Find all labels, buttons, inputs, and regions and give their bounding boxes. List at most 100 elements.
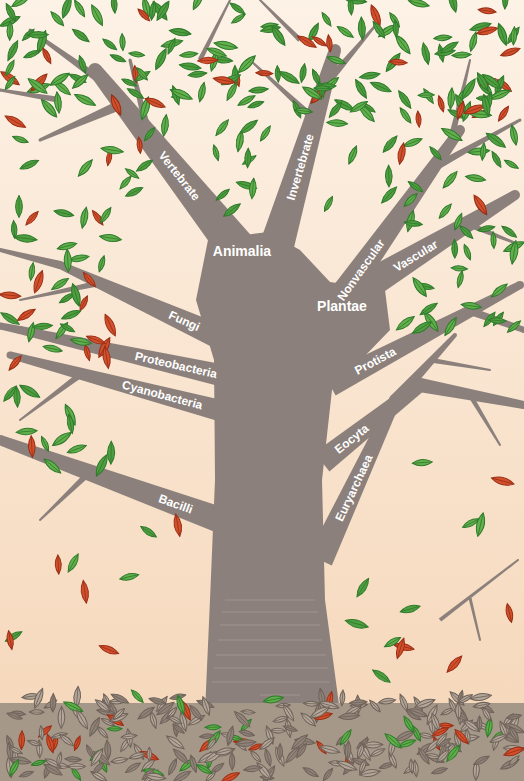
leaf <box>412 459 432 467</box>
leaf <box>447 0 459 13</box>
leaf-blade <box>26 322 36 343</box>
leaf <box>258 736 276 752</box>
leaf <box>359 71 381 81</box>
leaf <box>396 142 407 165</box>
leaf-blade <box>393 20 399 38</box>
leaf <box>418 92 435 98</box>
leaf-blade <box>461 301 482 310</box>
leaf <box>111 0 118 13</box>
leaf <box>28 262 36 280</box>
leaf-blade <box>24 210 40 227</box>
leaf-vein <box>60 324 73 331</box>
leaf <box>76 157 95 178</box>
leaf-vein <box>61 706 62 726</box>
leaf-vein <box>52 693 54 710</box>
leaf <box>166 758 178 776</box>
leaf <box>371 20 388 40</box>
leaf-vein <box>69 446 87 452</box>
leaf-blade <box>85 333 106 346</box>
leaf-vein <box>379 764 392 768</box>
leaf <box>481 706 493 722</box>
leaf-vein <box>227 84 236 100</box>
leaf-vein <box>401 109 411 123</box>
leaf-vein <box>76 95 95 105</box>
leaf-blade <box>58 706 65 728</box>
leaf-blade <box>344 741 351 760</box>
leaf <box>453 727 470 745</box>
leaf <box>495 22 509 46</box>
leaf-vein <box>400 92 411 108</box>
leaf <box>409 759 415 774</box>
leaf-vein <box>139 10 150 21</box>
leaf <box>294 107 312 115</box>
leaf <box>101 37 118 52</box>
leaf-blade <box>99 233 122 243</box>
leaf <box>401 715 415 734</box>
leaf-vein <box>477 29 497 34</box>
leaf <box>314 85 331 91</box>
leaf <box>249 749 263 764</box>
leaf <box>283 724 298 733</box>
leaf-vein <box>505 748 524 755</box>
leaf <box>39 435 51 452</box>
leaf-vein <box>478 513 483 535</box>
leaf-blade <box>475 71 491 93</box>
leaf-vein <box>512 242 515 264</box>
leaf-blade <box>222 201 243 219</box>
leaf-vein <box>389 62 406 63</box>
leaf <box>407 706 428 719</box>
leaf <box>270 728 286 733</box>
leaf-blade <box>410 276 429 299</box>
leaf-blade <box>505 25 521 45</box>
leaf-blade <box>478 7 497 15</box>
leaf-vein <box>325 196 332 210</box>
leaf-blade <box>110 692 130 706</box>
leaf-vein <box>100 236 120 239</box>
leaf <box>440 125 464 143</box>
leaf-vein <box>247 148 249 166</box>
leaf-blade <box>13 233 37 243</box>
branch-label: Invertebrate <box>285 132 316 201</box>
leaf <box>326 54 346 66</box>
leaf-blade <box>378 697 396 705</box>
leaf <box>58 706 65 728</box>
leaf-blade <box>491 475 515 488</box>
trunk-lines <box>212 600 330 695</box>
leaf-blade <box>195 762 213 776</box>
leaf-blade <box>232 709 252 729</box>
leaf-vein <box>499 25 506 45</box>
leaf-vein <box>320 747 339 752</box>
leaf-vein <box>215 749 232 753</box>
leaf-blade <box>368 699 382 714</box>
leaf <box>12 134 29 144</box>
leaf-vein <box>370 749 384 756</box>
branch-tip <box>499 444 501 446</box>
leaf-blade <box>6 630 15 650</box>
leaf-blade <box>101 346 111 369</box>
leaf <box>394 314 416 333</box>
leaf-vein <box>458 702 460 719</box>
leaf-vein <box>359 74 378 77</box>
leaf-vein <box>373 670 389 681</box>
leaf-blade <box>160 114 169 136</box>
leaf-vein <box>474 704 489 707</box>
leaf <box>349 99 369 115</box>
leaf-vein <box>149 748 150 761</box>
leaf <box>436 95 446 113</box>
leaf <box>369 79 393 94</box>
leaf-vein <box>439 739 450 747</box>
leaf-blade <box>64 249 72 272</box>
leaf <box>93 453 110 478</box>
leaf-vein <box>191 706 202 720</box>
leaf-vein <box>434 37 451 38</box>
leaf <box>344 617 369 631</box>
leaf-vein <box>0 294 19 296</box>
leaf-vein <box>443 129 462 140</box>
leaf <box>172 723 186 735</box>
leaf-blade <box>200 696 212 717</box>
leaf <box>16 427 38 435</box>
leaf-vein <box>207 739 215 750</box>
leaf <box>102 313 119 338</box>
leaf <box>439 39 460 55</box>
branch-tip <box>0 89 2 92</box>
